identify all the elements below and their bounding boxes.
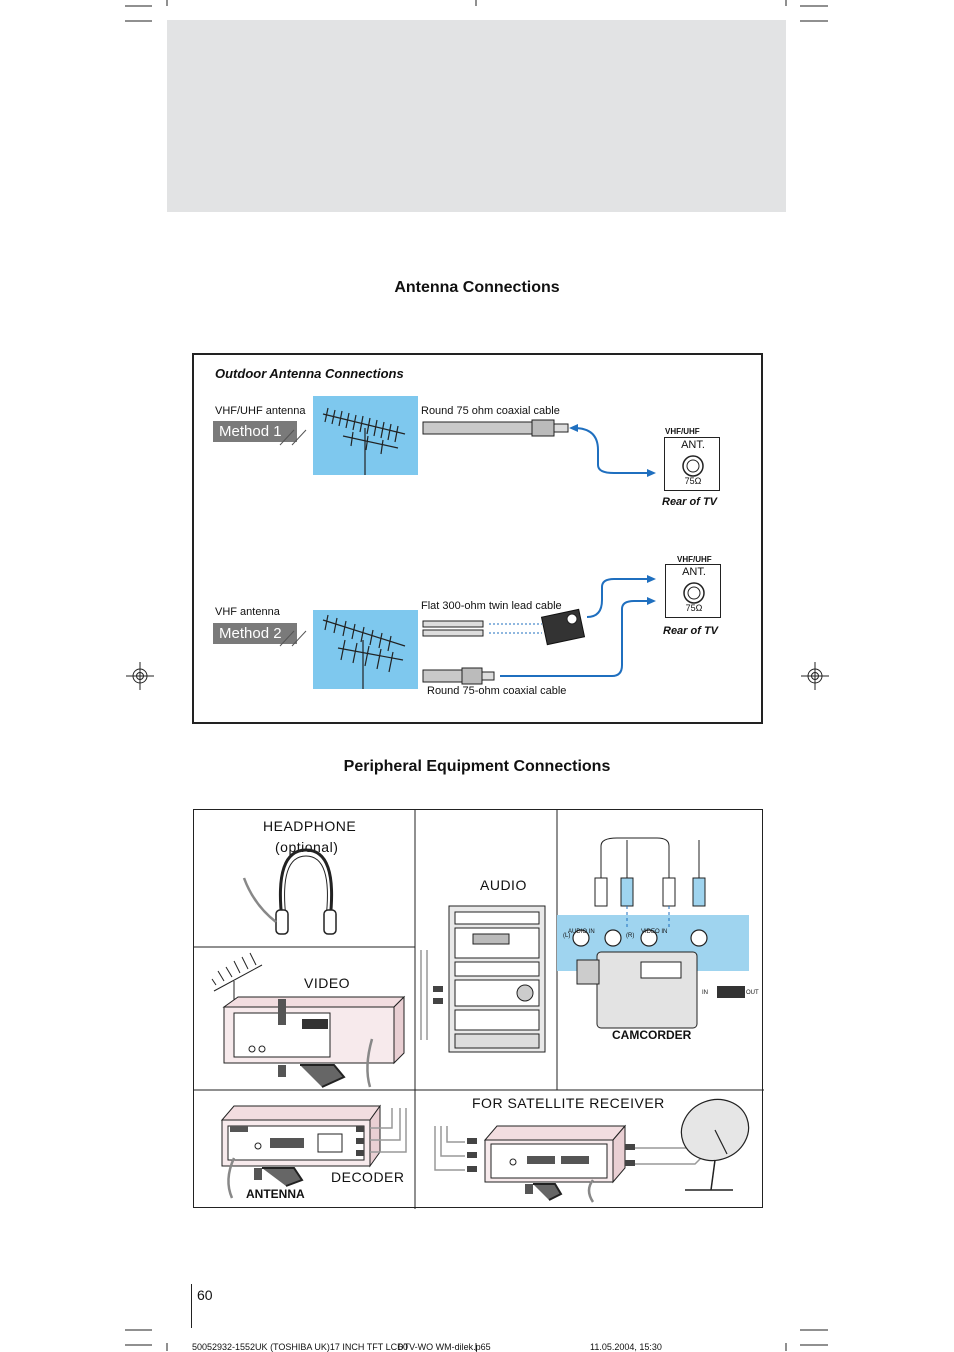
- vhf-uhf-antenna-icon: [322, 407, 406, 475]
- footer-page: 60: [398, 1342, 409, 1352]
- camcorder-right-label: (R): [626, 933, 635, 939]
- vhf-antenna-icon: [322, 614, 406, 689]
- method1-antenna-label: VHF/UHF antenna: [215, 405, 306, 417]
- antenna-connections-heading: Antenna Connections: [394, 279, 560, 296]
- peripheral-diagram: HEADPHONE (optional) VIDEO AUDIO: [193, 809, 764, 1209]
- tv1-header: VHF/UHF: [665, 427, 700, 436]
- tv2-antenna-panel: ANT. 75Ω: [665, 564, 721, 618]
- headphone-label: HEADPHONE: [263, 818, 357, 834]
- tv2-ant-label: ANT.: [682, 566, 706, 578]
- tv1-ant-label: ANT.: [681, 439, 705, 451]
- antenna-diagram: Outdoor Antenna Connections VHF/UHF ante…: [192, 353, 763, 724]
- camcorder-out-label: OUT: [746, 990, 759, 996]
- camcorder-left-label: (L): [563, 933, 571, 939]
- decoder-icon: [220, 1104, 407, 1199]
- decoder-antenna-label: ANTENNA: [246, 1187, 305, 1201]
- method1-divider-lines: [279, 429, 307, 446]
- headphone-optional-label: (optional): [275, 839, 339, 855]
- gray-header-banner: [167, 20, 786, 212]
- method2-label: Method 2: [213, 623, 297, 644]
- satellite-receiver-icon: [434, 1098, 750, 1203]
- method1-coaxial-cable: [422, 419, 656, 477]
- tv1-antenna-jack-icon: [682, 455, 704, 477]
- audio-label: AUDIO: [480, 877, 527, 893]
- antenna-diagram-title: Outdoor Antenna Connections: [215, 366, 404, 381]
- method2-cables: [422, 575, 656, 685]
- tv1-rear-label: Rear of TV: [662, 496, 718, 508]
- method2-divider-lines: [279, 630, 307, 647]
- method2-coax-cable-label: Round 75-ohm coaxial cable: [427, 685, 567, 697]
- vcr-icon: [211, 952, 406, 1088]
- headphone-icon: [242, 848, 337, 935]
- camcorder-in-label: IN: [702, 990, 708, 996]
- tv2-header: VHF/UHF: [677, 555, 712, 564]
- tv1-antenna-panel: ANT. 75Ω: [664, 437, 720, 491]
- tv2-ohm-label: 75Ω: [685, 603, 703, 613]
- tv2-rear-label: Rear of TV: [663, 625, 719, 637]
- method2-antenna-label: VHF antenna: [215, 606, 280, 618]
- method1-label: Method 1: [213, 421, 297, 442]
- footer-date: 11.05.2004, 15:30: [590, 1342, 662, 1352]
- footer-file-name: 50052932-1552UK (TOSHIBA UK)17 INCH TFT …: [192, 1342, 491, 1352]
- page-number-rule: [191, 1284, 192, 1328]
- peripheral-connections-heading: Peripheral Equipment Connections: [343, 758, 611, 775]
- method1-antenna-image: [313, 396, 418, 475]
- method2-flat-cable-label: Flat 300-ohm twin lead cable: [421, 600, 562, 612]
- tv2-antenna-jack-icon: [683, 582, 705, 604]
- camcorder-icon: [557, 837, 749, 1029]
- camcorder-audio-in-label: AUDIO IN: [568, 929, 595, 935]
- method1-cable-label: Round 75 ohm coaxial cable: [421, 405, 560, 417]
- decoder-label: DECODER: [331, 1169, 405, 1185]
- page-number: 60: [197, 1287, 213, 1303]
- video-label: VIDEO: [304, 975, 351, 991]
- tv1-ohm-label: 75Ω: [684, 476, 702, 486]
- camcorder-video-in-label: VIDEO IN: [641, 929, 668, 935]
- method2-antenna-image: [313, 610, 418, 689]
- audio-system-icon: [420, 905, 546, 1053]
- camcorder-label: CAMCORDER: [612, 1028, 692, 1042]
- satellite-label: FOR SATELLITE RECEIVER: [472, 1095, 665, 1111]
